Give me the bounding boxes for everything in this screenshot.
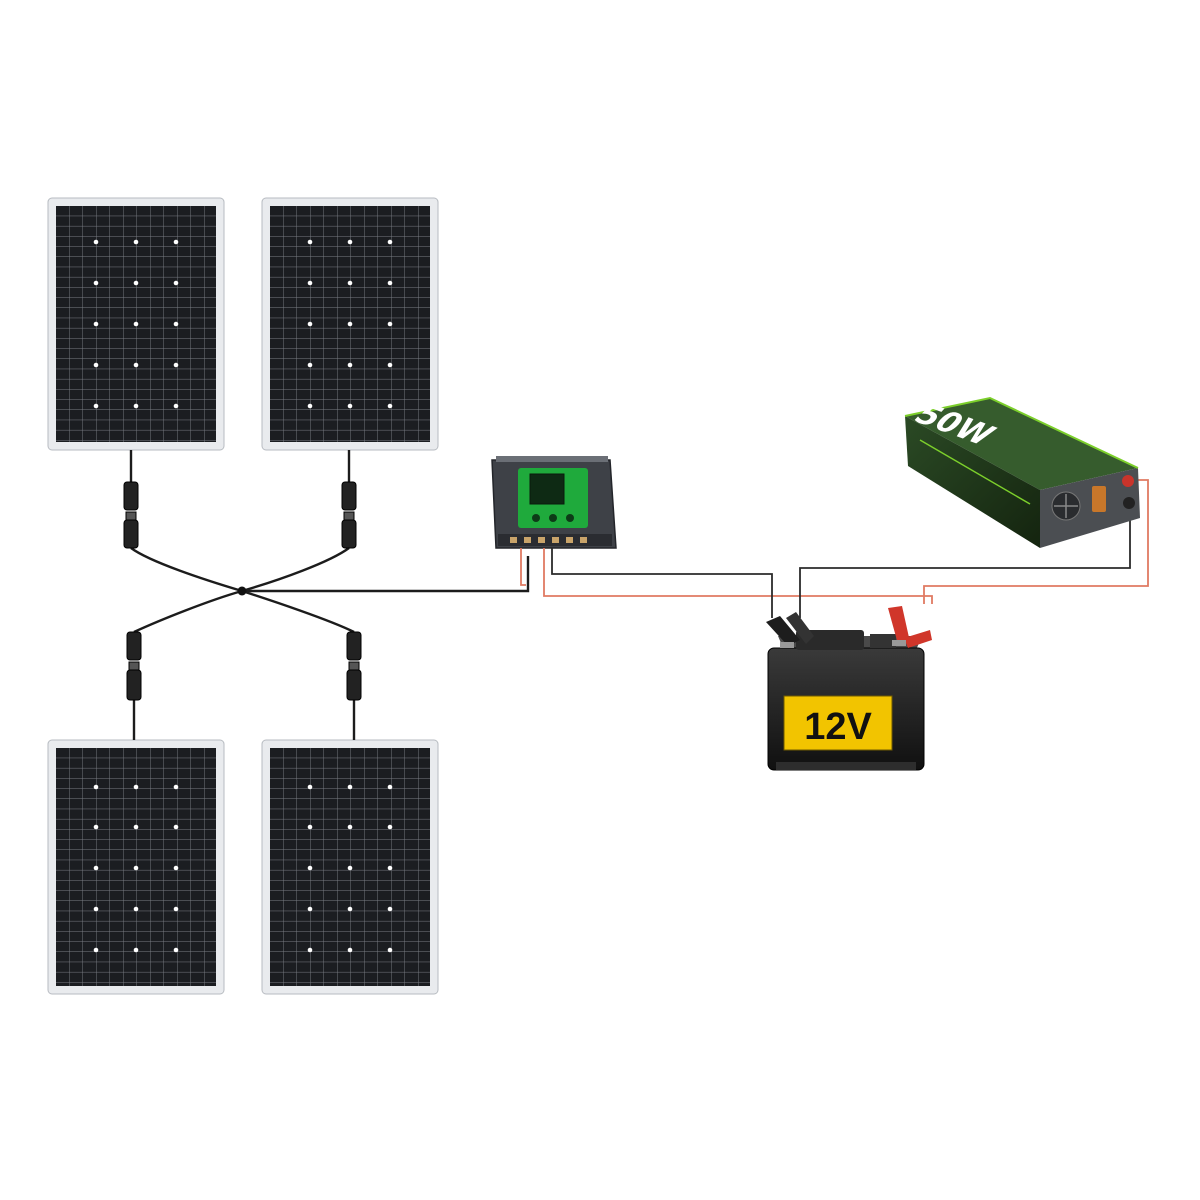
charge-controller — [491, 456, 617, 549]
branch-junction — [237, 586, 247, 596]
solar-panel-top-left — [47, 197, 225, 451]
inverter-end-panel — [1040, 468, 1140, 548]
solar-panel-bottom-left — [47, 739, 225, 995]
power-inverter: 750W — [890, 391, 1140, 548]
solar-panel-top-right — [261, 197, 439, 451]
negative-clamp — [766, 612, 814, 648]
inverter-negative-terminal — [1123, 497, 1135, 509]
controller-button — [566, 514, 574, 522]
controller-button — [532, 514, 540, 522]
controller-battery-wiring — [520, 548, 933, 618]
battery-voltage-label: 12V — [804, 706, 872, 748]
inverter-ac-outlet — [1092, 486, 1106, 512]
controller-button — [549, 514, 557, 522]
battery: 12V — [767, 630, 925, 771]
mc4-connectors — [123, 481, 362, 701]
solar-panel-bottom-right — [261, 739, 439, 995]
inverter-battery-wiring — [799, 479, 1149, 618]
panel-wiring — [129, 450, 530, 740]
positive-clamp — [888, 606, 932, 648]
inverter-positive-terminal — [1122, 475, 1134, 487]
battery-label-plate — [783, 695, 893, 751]
controller-display — [529, 473, 565, 505]
